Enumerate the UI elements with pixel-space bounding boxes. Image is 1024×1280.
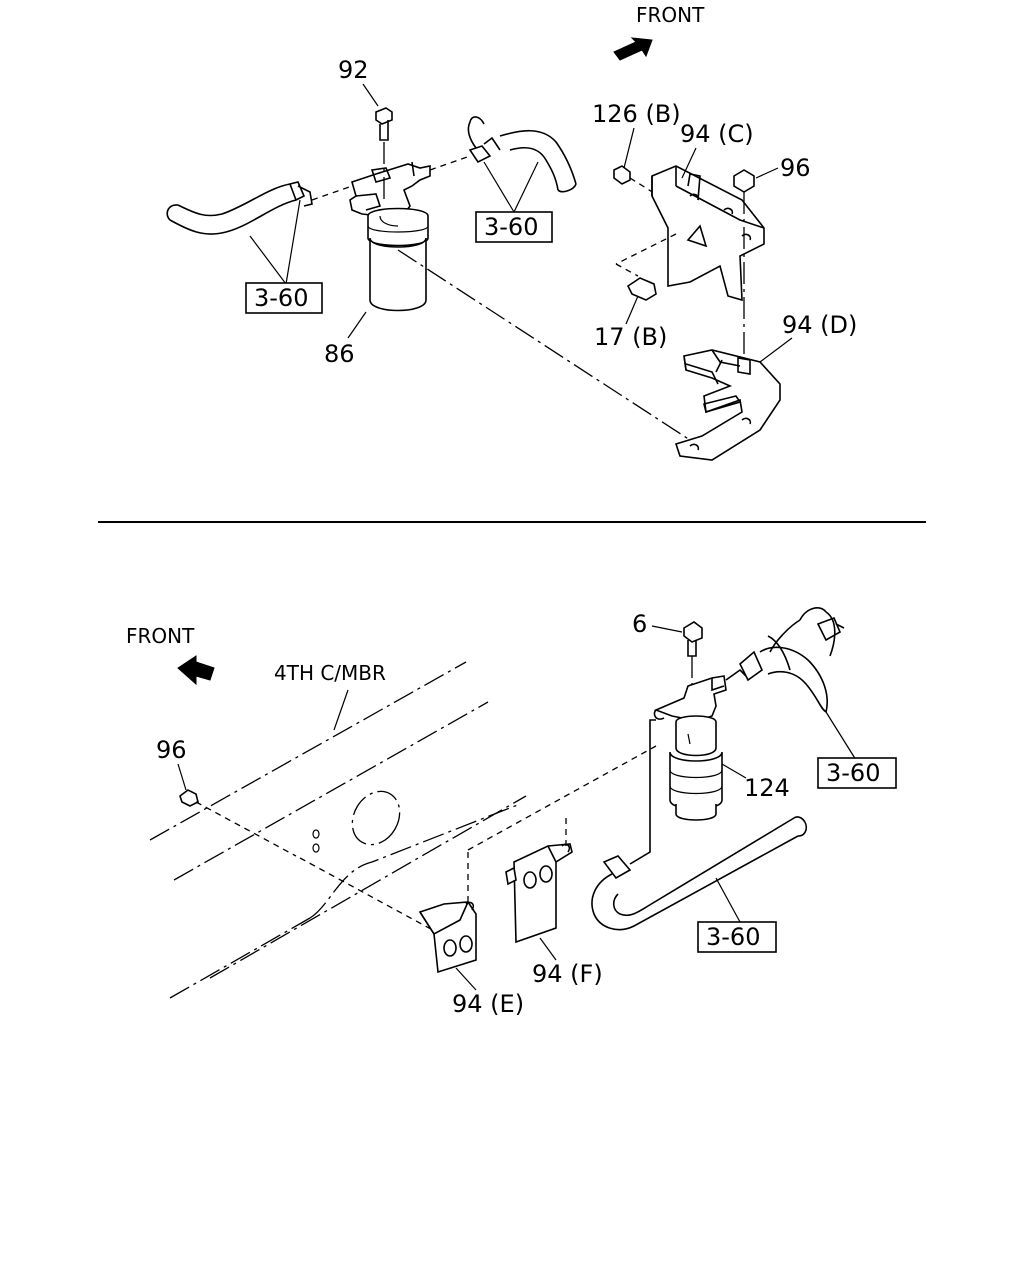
front-arrow-icon <box>613 37 653 61</box>
front-label-bottom: FRONT <box>126 624 195 648</box>
front-arrow-bottom-icon <box>177 655 215 686</box>
cross-member-label: 4TH C/MBR <box>274 661 386 685</box>
label-94d: 94 (D) <box>782 311 857 339</box>
nut-126b <box>613 165 631 185</box>
hose-right <box>468 136 501 164</box>
bracket-94c <box>651 165 765 302</box>
label-94c: 94 (C) <box>680 120 754 148</box>
label-124: 124 <box>744 774 790 802</box>
label-92: 92 <box>338 56 369 84</box>
fuel-filter-86 <box>349 161 431 312</box>
label-86: 86 <box>324 340 355 368</box>
bolt-6 <box>683 621 703 643</box>
top-view: FRONT 92 <box>166 3 857 461</box>
label-96-bottom: 96 <box>156 736 187 764</box>
label-17b: 17 (B) <box>594 323 667 351</box>
hose-left <box>169 183 297 235</box>
label-6: 6 <box>632 610 647 638</box>
hose-upper <box>725 607 845 713</box>
ref-label-3-60-lower: 3-60 <box>706 923 760 951</box>
ref-box-3-60-lower <box>697 921 777 953</box>
ref-box-3-60-right <box>475 211 553 243</box>
ref-box-3-60-upper <box>817 757 897 789</box>
cross-member <box>149 661 527 999</box>
label-96-top: 96 <box>780 154 811 182</box>
bracket-94e <box>418 901 477 974</box>
bolt-92 <box>375 107 393 141</box>
nut-96-top <box>733 169 755 193</box>
clamp-left <box>288 181 313 207</box>
bottom-view: FRONT 4TH C/MBR 96 <box>126 607 897 1018</box>
ref-box-3-60-left <box>245 282 323 314</box>
ref-label-3-60-left: 3-60 <box>254 284 308 312</box>
bracket-94d <box>674 349 781 461</box>
bolt-17b <box>626 277 657 301</box>
nut-96-bottom <box>179 789 199 807</box>
ref-label-3-60-right: 3-60 <box>484 213 538 241</box>
label-94e: 94 (E) <box>452 990 524 1018</box>
label-94f: 94 (F) <box>532 960 603 988</box>
front-label-top: FRONT <box>636 3 705 27</box>
ref-label-3-60-upper: 3-60 <box>826 759 880 787</box>
bracket-94f <box>513 843 573 944</box>
label-126b: 126 (B) <box>592 100 681 128</box>
fuel-filter-124 <box>653 675 727 821</box>
hose-lower <box>591 719 808 931</box>
